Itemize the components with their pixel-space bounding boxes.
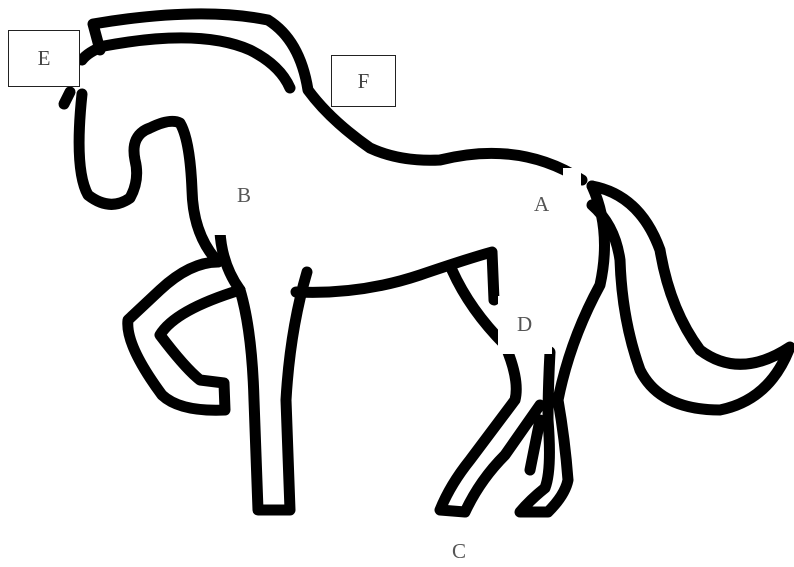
label-a: A: [534, 194, 549, 215]
label-e: E: [38, 46, 51, 71]
hind-inner-outline: [530, 420, 540, 470]
label-f-box: F: [331, 55, 396, 107]
tail-outline: [592, 186, 790, 410]
label-e-box: E: [8, 30, 80, 87]
front-leg-outline: [240, 272, 307, 510]
label-c: C: [452, 541, 466, 562]
label-b: B: [237, 185, 251, 206]
label-d: D: [517, 314, 532, 335]
mane-inner-outline: [104, 38, 290, 88]
raised-foreleg-outer: [128, 262, 240, 410]
label-b-mask: [212, 215, 226, 235]
label-f: F: [358, 69, 370, 94]
label-a-mask: [563, 168, 581, 194]
chest-line: [220, 232, 240, 290]
face-outline: [79, 94, 218, 262]
muzzle-outline: [64, 92, 70, 104]
head-outline: [82, 46, 104, 60]
